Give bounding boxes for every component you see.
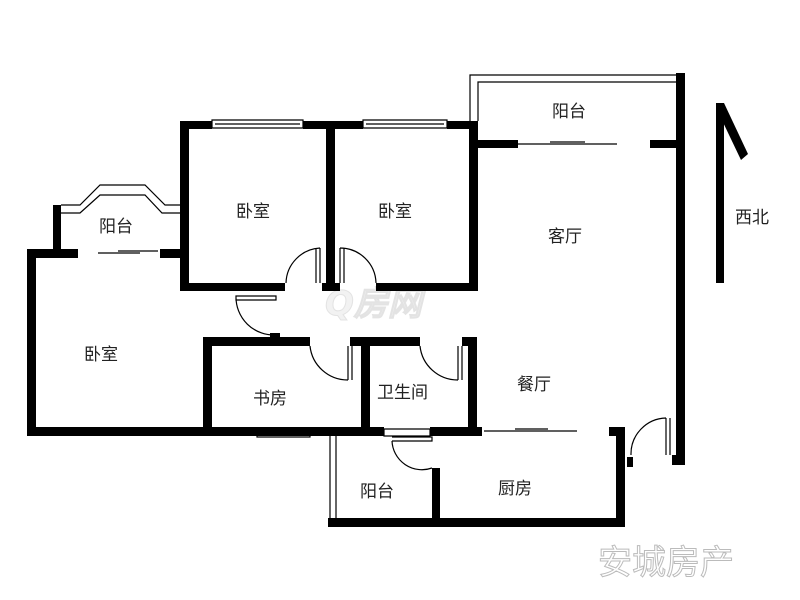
room-label-bedroom-3: 卧室 [84,345,118,365]
room-label-bedroom-2: 卧室 [378,202,412,222]
room-label-study: 书房 [253,389,287,409]
room-label-balcony-bottom: 阳台 [360,482,394,502]
walls [27,73,685,527]
compass-label: 西北 [735,208,769,228]
room-label-balcony-left: 阳台 [99,217,133,237]
room-label-living-room: 客厅 [548,227,582,247]
compass-arrow-icon [716,103,748,283]
room-label-bedroom-1: 卧室 [236,202,270,222]
room-label-balcony-top: 阳台 [552,102,586,122]
thin-lines [61,74,680,518]
brand-watermark: 安城房产 [598,543,734,583]
room-label-dining-room: 餐厅 [517,375,551,395]
room-labels: 卧室 卧室 卧室 阳台 阳台 阳台 客厅 餐厅 书房 卫生间 厨房 西北 [84,102,769,502]
room-label-kitchen: 厨房 [498,479,532,499]
room-label-bathroom: 卫生间 [377,383,428,403]
